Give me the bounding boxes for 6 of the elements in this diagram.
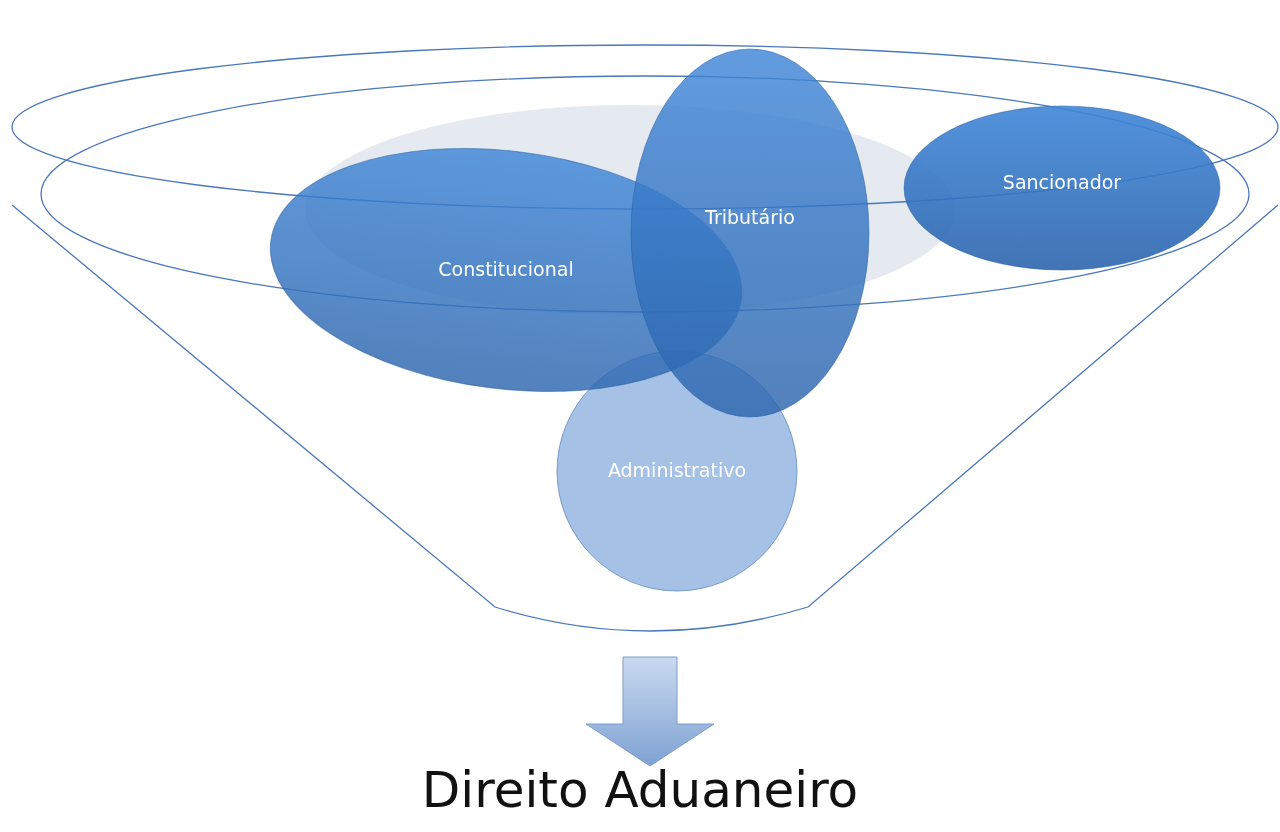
down-arrow	[585, 656, 715, 767]
node-label: Constitucional	[437, 258, 575, 280]
node-label: Tributário	[704, 206, 796, 229]
node-label: Administrativo	[606, 459, 748, 481]
result-title: Direito Aduaneiro	[420, 762, 860, 818]
node-label: Sancionador	[1001, 171, 1123, 193]
